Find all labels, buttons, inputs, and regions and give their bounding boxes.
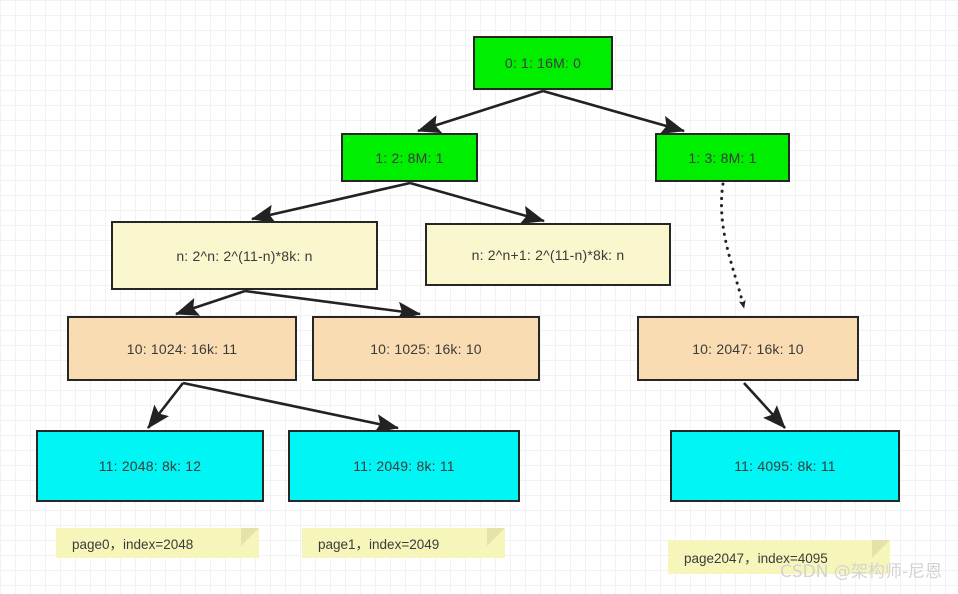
node-formula-left[interactable]: n: 2^n: 2^(11-n)*8k: n bbox=[111, 221, 378, 290]
node-page-2047-label: 10: 2047: 16k: 10 bbox=[692, 340, 804, 357]
node-page-1025[interactable]: 10: 1025: 16k: 10 bbox=[312, 316, 540, 381]
node-page-2049[interactable]: 11: 2049: 8k: 11 bbox=[288, 430, 520, 502]
node-page-4095-label: 11: 4095: 8k: 11 bbox=[734, 458, 836, 474]
node-root-label: 0: 1: 16M: 0 bbox=[504, 55, 582, 71]
note-page0[interactable]: page0，index=2048 bbox=[56, 528, 259, 558]
node-page-2048[interactable]: 11: 2048: 8k: 12 bbox=[36, 430, 264, 502]
node-page-2047[interactable]: 10: 2047: 16k: 10 bbox=[637, 316, 859, 381]
note-fold-icon bbox=[872, 540, 890, 558]
watermark: CSDN @架构师-尼恩 bbox=[780, 562, 943, 582]
node-page-1024-label: 10: 1024: 16k: 11 bbox=[126, 340, 238, 357]
edge-root-to-lvl1-right bbox=[542, 89, 686, 134]
note-page1[interactable]: page1，index=2049 bbox=[302, 528, 505, 558]
note-page0-label: page0，index=2048 bbox=[72, 537, 194, 552]
node-formula-left-label: n: 2^n: 2^(11-n)*8k: n bbox=[176, 247, 313, 264]
node-lvl1-right-label: 1: 3: 8M: 1 bbox=[688, 149, 757, 166]
node-root[interactable]: 0: 1: 16M: 0 bbox=[473, 36, 613, 90]
node-formula-right-label: n: 2^n+1: 2^(11-n)*8k: n bbox=[471, 246, 625, 263]
edge-root-to-lvl1-left bbox=[417, 89, 544, 134]
node-page-4095[interactable]: 11: 4095: 8k: 11 bbox=[670, 430, 900, 502]
edge-lvl1-right-to-p2047 bbox=[720, 182, 746, 310]
node-lvl1-left[interactable]: 1: 2: 8M: 1 bbox=[341, 133, 478, 182]
node-formula-right[interactable]: n: 2^n+1: 2^(11-n)*8k: n bbox=[425, 223, 671, 286]
edge-p2047-to-pg4095 bbox=[743, 382, 786, 429]
node-page-1025-label: 10: 1025: 16k: 10 bbox=[370, 340, 482, 357]
note-page2047-label: page2047，index=4095 bbox=[684, 551, 828, 566]
edge-lvl1-left-to-formula-r bbox=[409, 181, 546, 224]
edge-lvl1-left-to-formula-l bbox=[250, 181, 411, 224]
note-page2047[interactable]: page2047，index=4095 bbox=[668, 540, 890, 574]
edge-p1024-to-pg2049 bbox=[182, 381, 400, 433]
node-page-1024[interactable]: 10: 1024: 16k: 11 bbox=[67, 316, 297, 381]
edge-formula-l-to-p1025 bbox=[244, 289, 422, 321]
node-page-2048-label: 11: 2048: 8k: 12 bbox=[98, 458, 202, 474]
note-fold-icon bbox=[241, 528, 259, 546]
edge-formula-l-to-p1024 bbox=[175, 289, 246, 316]
note-page1-label: page1，index=2049 bbox=[318, 537, 440, 552]
node-page-2049-label: 11: 2049: 8k: 11 bbox=[353, 458, 455, 474]
node-lvl1-left-label: 1: 2: 8M: 1 bbox=[375, 149, 444, 166]
edge-p1024-to-pg2048 bbox=[146, 382, 185, 429]
node-lvl1-right[interactable]: 1: 3: 8M: 1 bbox=[655, 133, 790, 182]
note-fold-icon bbox=[487, 528, 505, 546]
